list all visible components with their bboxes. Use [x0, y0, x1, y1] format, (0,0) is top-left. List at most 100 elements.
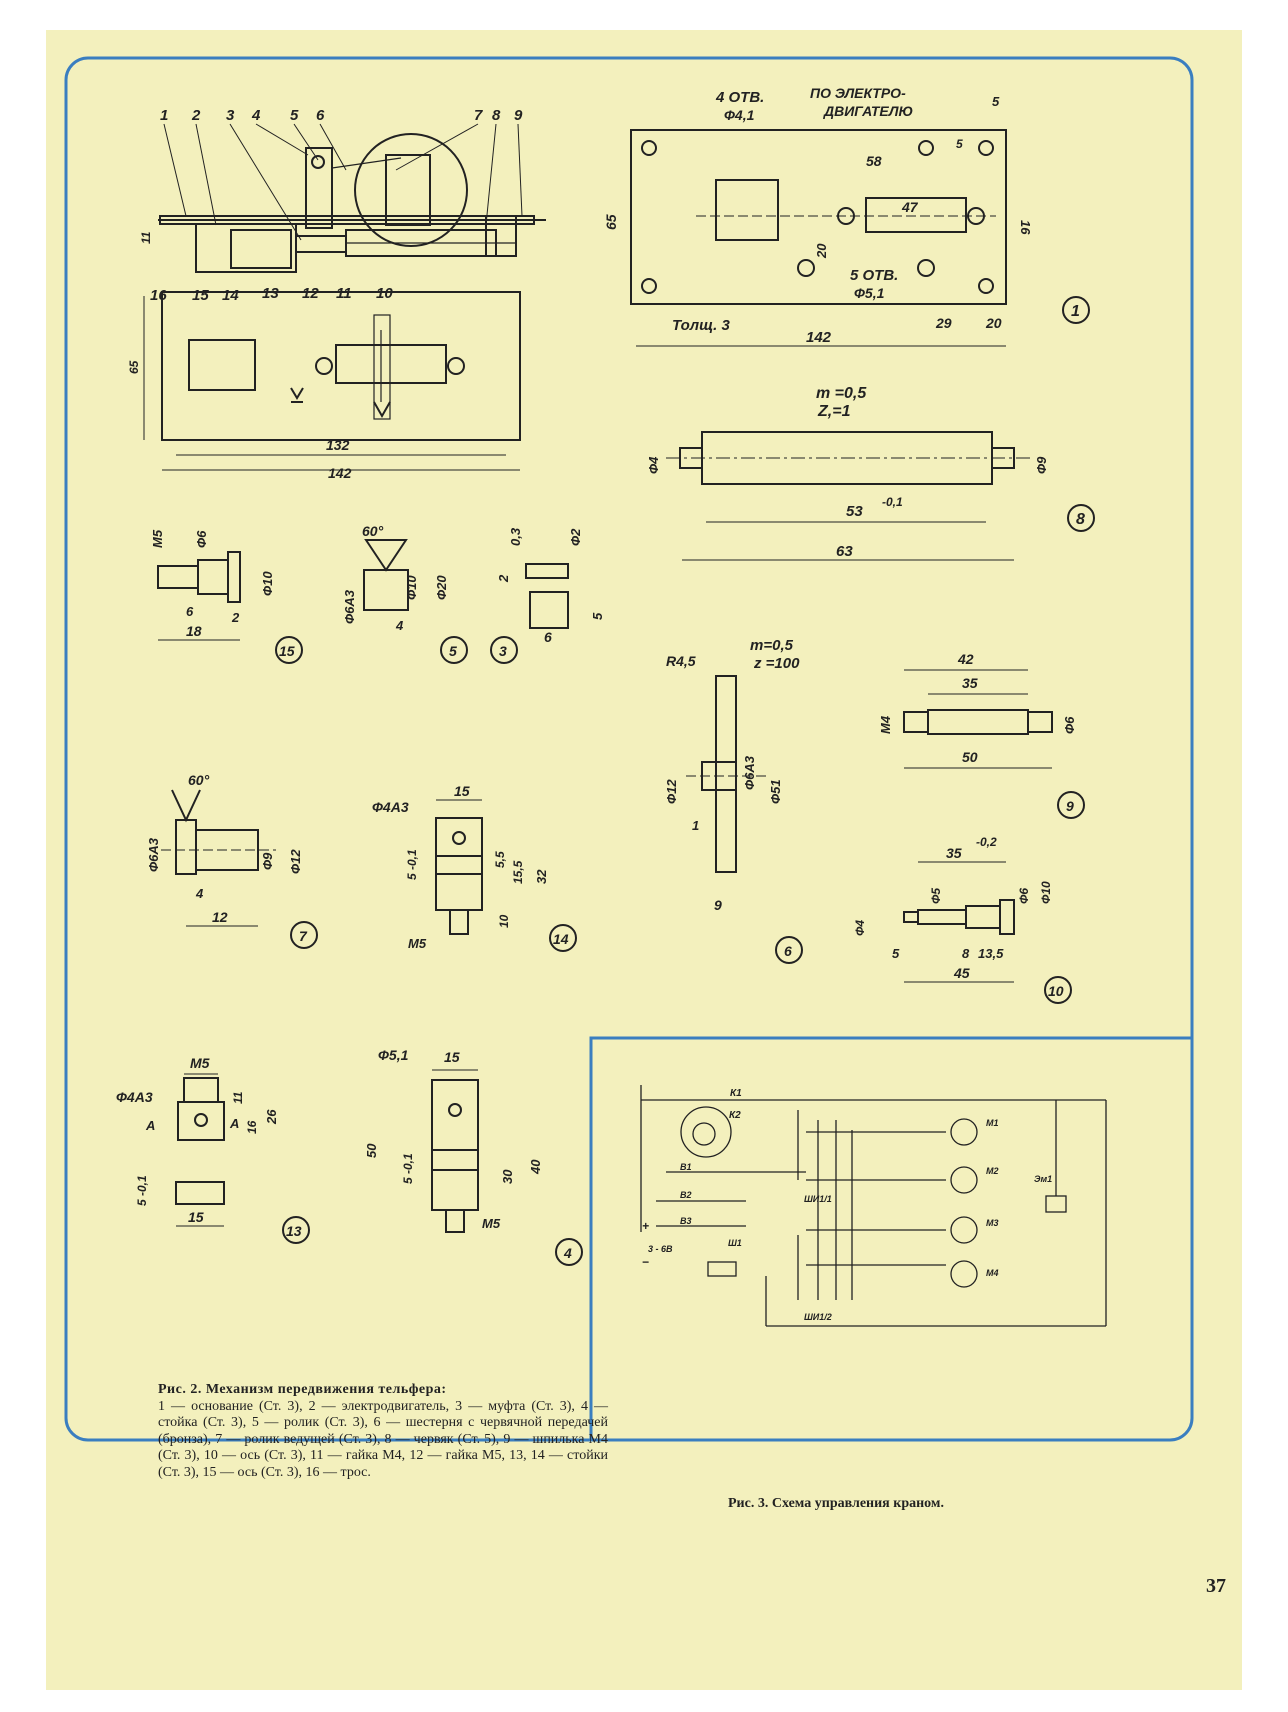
label-m4: М4 [986, 1268, 999, 1278]
p1-d142: 142 [806, 329, 832, 346]
callout-14: 14 [222, 287, 239, 304]
figure2-caption-title: Рис. 2. Механизм передвижения тельфера: [158, 1382, 447, 1397]
p14-l10: 10 [497, 914, 511, 928]
p6-badge [775, 936, 803, 964]
p6-d6a: Ф6А3 [742, 755, 757, 790]
p13-m5: M5 [190, 1055, 210, 1071]
p14-m5: M5 [408, 936, 427, 951]
p10-l5: 5 [892, 946, 900, 961]
p10-tol: -0,2 [976, 835, 997, 849]
p14-l5tol: 5 -0,1 [405, 849, 419, 880]
callout-4: 4 [251, 107, 261, 124]
label-sh1-2: ШИ1/2 [804, 1312, 832, 1322]
figure3-labels: К1 К2 М1 М2 М3 М4 Эм1 В1 В2 В3 Ш1 ШИ1/1 … [642, 1088, 1052, 1322]
p9-badge [1057, 791, 1085, 819]
label-k1: К1 [730, 1088, 742, 1099]
p13-l16: 16 [245, 1120, 259, 1134]
p10-badge [1044, 976, 1072, 1004]
p7-l12: 12 [212, 909, 228, 925]
p4-l5tol: 5 -0,1 [401, 1153, 415, 1184]
p15-l6: 6 [186, 604, 194, 619]
callout-9: 9 [514, 107, 523, 124]
p4-l30: 30 [500, 1169, 515, 1184]
p13-d4a: Ф4А3 [116, 1089, 153, 1105]
p13-l11: 11 [231, 1091, 245, 1104]
p3-l6: 6 [544, 629, 552, 645]
part-7-drawing: 60° Ф6А3 Ф9 Ф12 4 12 7 [146, 772, 318, 949]
p9-l35: 35 [962, 675, 978, 691]
p1-d5b: 5 [956, 137, 963, 151]
callout-6: 6 [316, 107, 325, 124]
callout-5: 5 [290, 107, 299, 124]
p3-badge [490, 636, 518, 664]
p7-d12: Ф12 [288, 849, 303, 874]
assembly-side-view [158, 133, 546, 273]
p14-d4a: Ф4А3 [372, 799, 409, 815]
p7-d6a: Ф6А3 [146, 837, 161, 872]
p5-d6a: Ф6А3 [342, 589, 357, 624]
label-m3: М3 [986, 1218, 999, 1228]
p1-badge [1062, 296, 1090, 324]
p7-badge [290, 921, 318, 949]
p1-d47: 47 [901, 199, 919, 215]
p10-l35: 35 [946, 845, 962, 861]
figure2-caption-body: 1 — основание (Ст. 3), 2 — электродвигат… [158, 1398, 608, 1480]
dim-65: 65 [127, 360, 141, 374]
p9-l42: 42 [957, 651, 974, 667]
label-b3: В3 [680, 1216, 692, 1226]
part-4-drawing: Ф5,1 15 50 5 -0,1 30 40 M5 4 [364, 1047, 583, 1266]
p4-m5: M5 [482, 1216, 501, 1231]
p10-d5: Ф5 [929, 888, 943, 904]
p6-z: z =100 [753, 655, 800, 672]
p13-badge [282, 1216, 310, 1244]
part-10-drawing: 35 -0,2 Ф4 Ф5 Ф6 Ф10 5 8 13,5 45 10 [853, 835, 1072, 1004]
figure3-frame [589, 1036, 1192, 1440]
p10-num: 10 [1048, 983, 1064, 999]
p13-l15: 15 [188, 1209, 204, 1225]
p3-l5: 5 [590, 612, 605, 620]
p14-l155: 15,5 [511, 860, 525, 884]
label-voltage: 3 - 6В [648, 1244, 673, 1254]
p4-l15: 15 [444, 1049, 460, 1065]
label-plus: + [642, 1219, 649, 1233]
blue-frame [64, 56, 1194, 1442]
dim-142: 142 [328, 465, 352, 481]
p1-d58: 58 [866, 153, 882, 169]
part-5-drawing: 60° Ф6А3 Ф10 Ф20 4 5 [342, 523, 468, 664]
p6-r: R4,5 [666, 653, 696, 669]
p1-d51: Ф5,1 [854, 285, 885, 301]
label-sh1-1: ШИ1/1 [804, 1194, 832, 1204]
p4-l50: 50 [364, 1143, 379, 1158]
figure2-caption: Рис. 2. Механизм передвижения тельфера: … [158, 1382, 608, 1481]
p8-len63: 63 [836, 543, 853, 560]
p7-l4: 4 [195, 886, 204, 901]
p15-m5: M5 [150, 529, 165, 548]
figure3-schematic [640, 1085, 1107, 1327]
p6-d51: Ф51 [768, 779, 783, 804]
p6-num: 6 [784, 943, 792, 959]
p13-l5tol: 5 -0,1 [135, 1175, 149, 1206]
p6-d12: Ф12 [664, 779, 679, 804]
p5-num: 5 [449, 643, 457, 659]
callout-1: 1 [160, 107, 168, 124]
assembly-callouts-bottom: 16 15 14 13 12 11 10 [150, 285, 393, 304]
p8-m: m =0,5 [816, 385, 867, 402]
callout-11: 11 [336, 285, 352, 302]
p6-l9: 9 [714, 897, 722, 913]
p1-note2: ДВИГАТЕЛЮ [823, 103, 913, 119]
part-13-drawing: M5 Ф4А3 11 16 26 A A 5 -0,1 15 13 [116, 1055, 310, 1244]
p15-badge [275, 636, 303, 664]
p15-l2: 2 [231, 610, 240, 625]
p1-holes5: 5 ОТВ. [850, 267, 898, 284]
p4-num: 4 [563, 1245, 572, 1261]
part-3-drawing: 0,3 Ф2 2 5 6 3 [490, 527, 605, 664]
p14-l55: 5,5 [493, 851, 507, 868]
label-em1: Эм1 [1034, 1174, 1052, 1184]
p3-l2: 2 [496, 574, 511, 583]
p1-holes4: 4 ОТВ. [715, 89, 764, 106]
p13-l26: 26 [264, 1109, 279, 1125]
p4-d51: Ф5,1 [378, 1047, 409, 1063]
p13-a: A [145, 1118, 155, 1133]
p9-l50: 50 [962, 749, 978, 765]
part-15-drawing: M5 Ф6 Ф10 6 2 18 15 [150, 529, 303, 664]
